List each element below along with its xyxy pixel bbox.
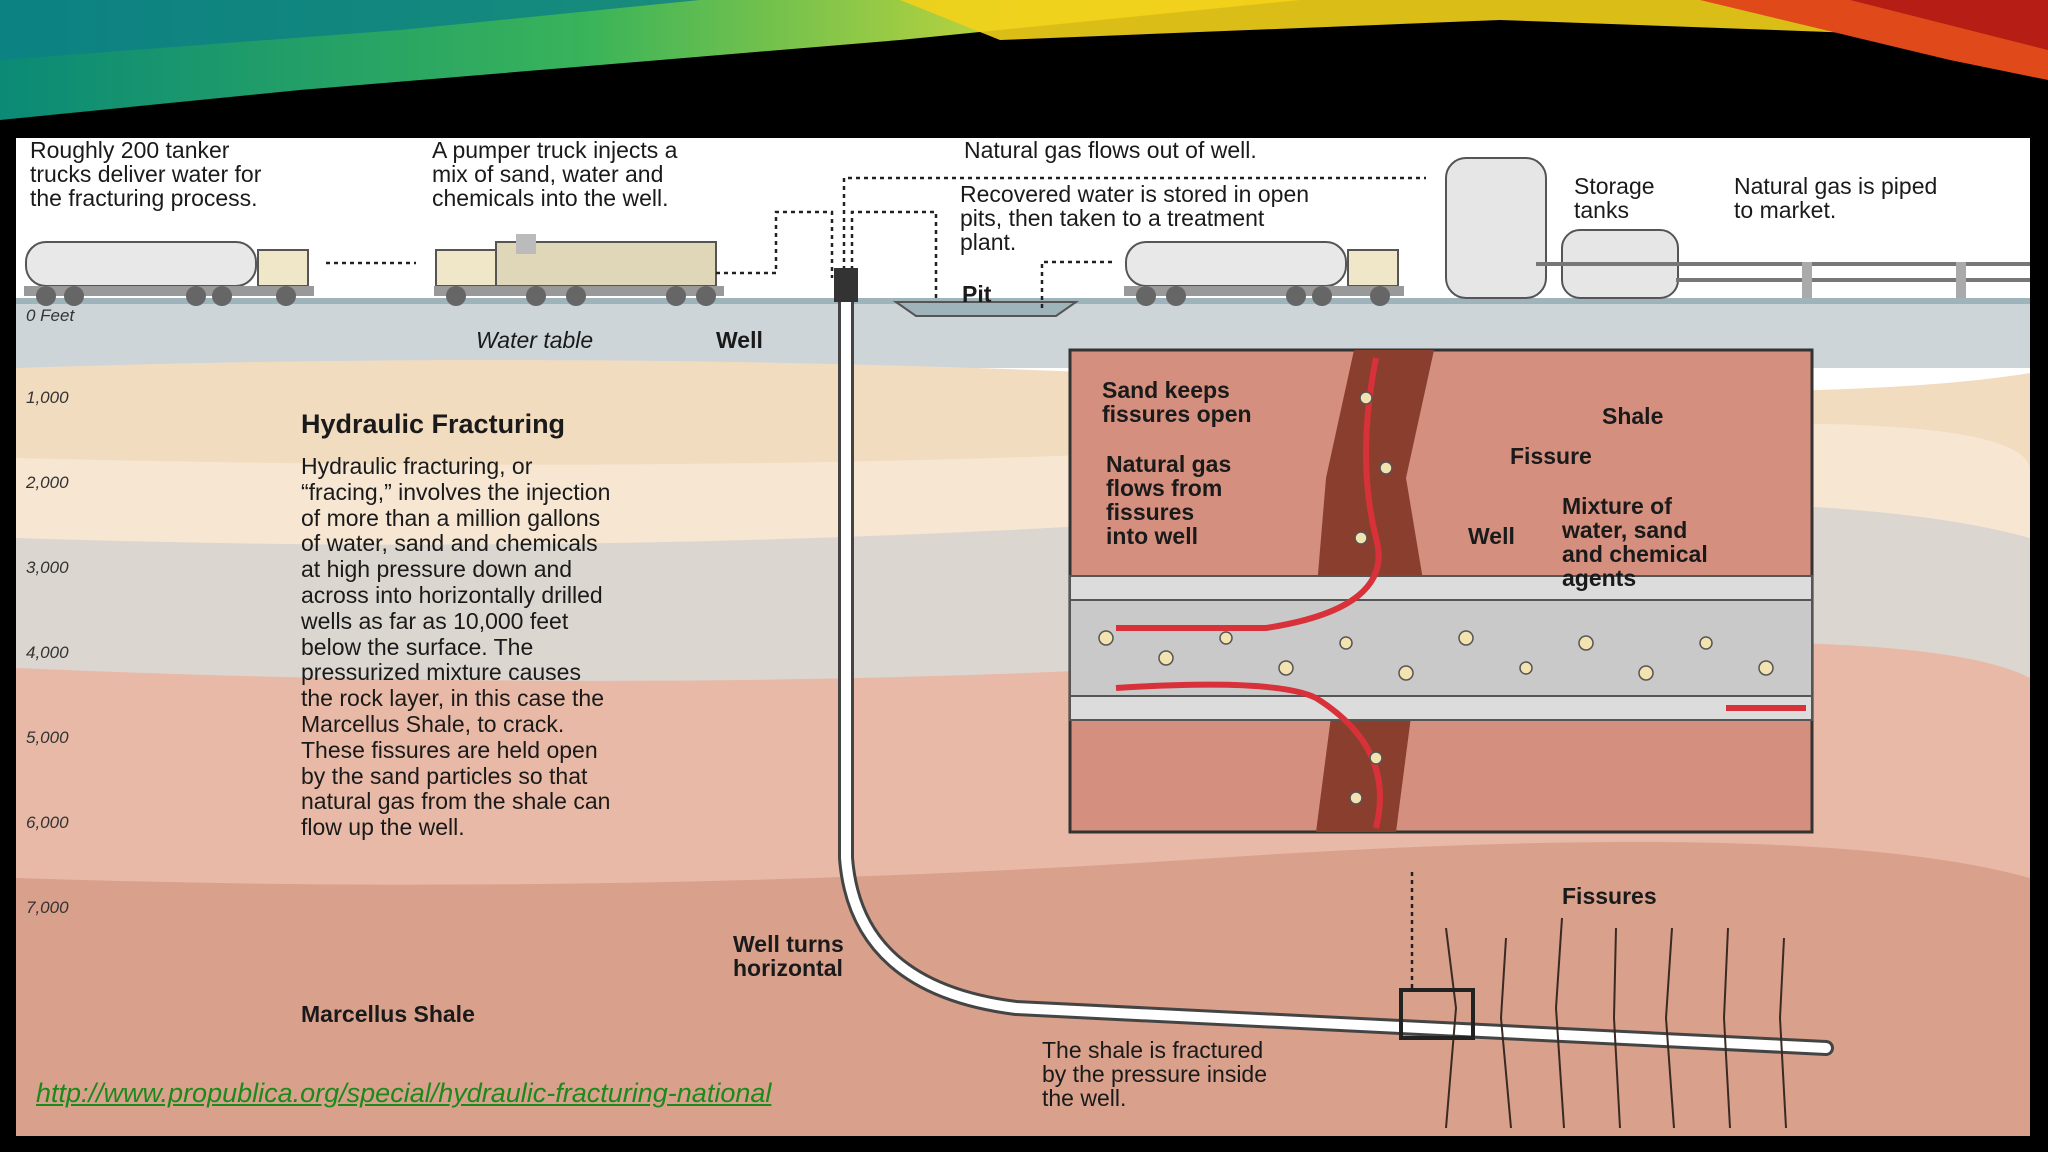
label-piped: Natural gas is piped to market. [1734, 173, 1938, 223]
label-pit: Pit [962, 281, 992, 307]
label-fissures: Fissures [1562, 883, 1657, 909]
storage-tanks [1445, 157, 2030, 299]
label-fractured: The shale is fractured by the pressure i… [1042, 1037, 1268, 1111]
label-storage: Storage tanks [1574, 173, 1655, 223]
fissure-inset [1068, 348, 1814, 834]
inset-shale: Shale [1602, 403, 1664, 429]
slide-banner [0, 0, 2048, 140]
article-title: Hydraulic Fracturing [301, 409, 566, 439]
deep-fissures [1445, 917, 1787, 1129]
inset-natural-gas: Natural gas flows from fissures into wel… [1106, 451, 1232, 549]
article-body: Hydraulic fracturing, or “fracing,” invo… [301, 453, 611, 841]
label-gas-out: Natural gas flows out of well. [964, 138, 1257, 163]
depth-5000: 5,000 [26, 728, 69, 747]
source-link[interactable]: http://www.propublica.org/special/hydrau… [36, 1078, 772, 1108]
depth-6000: 6,000 [26, 813, 69, 832]
depth-0: 0 Feet [26, 306, 75, 325]
pumper-truck [434, 234, 724, 306]
inset-mixture: Mixture of water, sand and chemical agen… [1562, 493, 1708, 591]
inset-sand: Sand keeps fissures open [1102, 377, 1252, 427]
inset-fissure: Fissure [1510, 443, 1592, 469]
depth-3000: 3,000 [26, 558, 69, 577]
label-recovered: Recovered water is stored in open pits, … [960, 181, 1310, 255]
label-tankers: Roughly 200 tanker trucks deliver water … [30, 138, 262, 211]
label-water-table: Water table [476, 327, 594, 353]
diagram-artwork [16, 138, 2030, 1136]
label-marcellus: Marcellus Shale [301, 1001, 475, 1027]
tanker-truck-left [24, 241, 314, 306]
label-well: Well [716, 327, 763, 353]
label-pumper: A pumper truck injects a mix of sand, wa… [432, 138, 678, 211]
depth-2000: 2,000 [26, 473, 69, 492]
fracking-diagram: 0 Feet 1,000 2,000 3,000 4,000 5,000 6,0… [16, 138, 2030, 1136]
tanker-truck-right [1124, 241, 1404, 306]
inset-well: Well [1468, 523, 1515, 549]
depth-4000: 4,000 [26, 643, 69, 662]
depth-7000: 7,000 [26, 898, 69, 917]
depth-1000: 1,000 [26, 388, 69, 407]
label-well-turns: Well turns horizontal [733, 931, 844, 981]
